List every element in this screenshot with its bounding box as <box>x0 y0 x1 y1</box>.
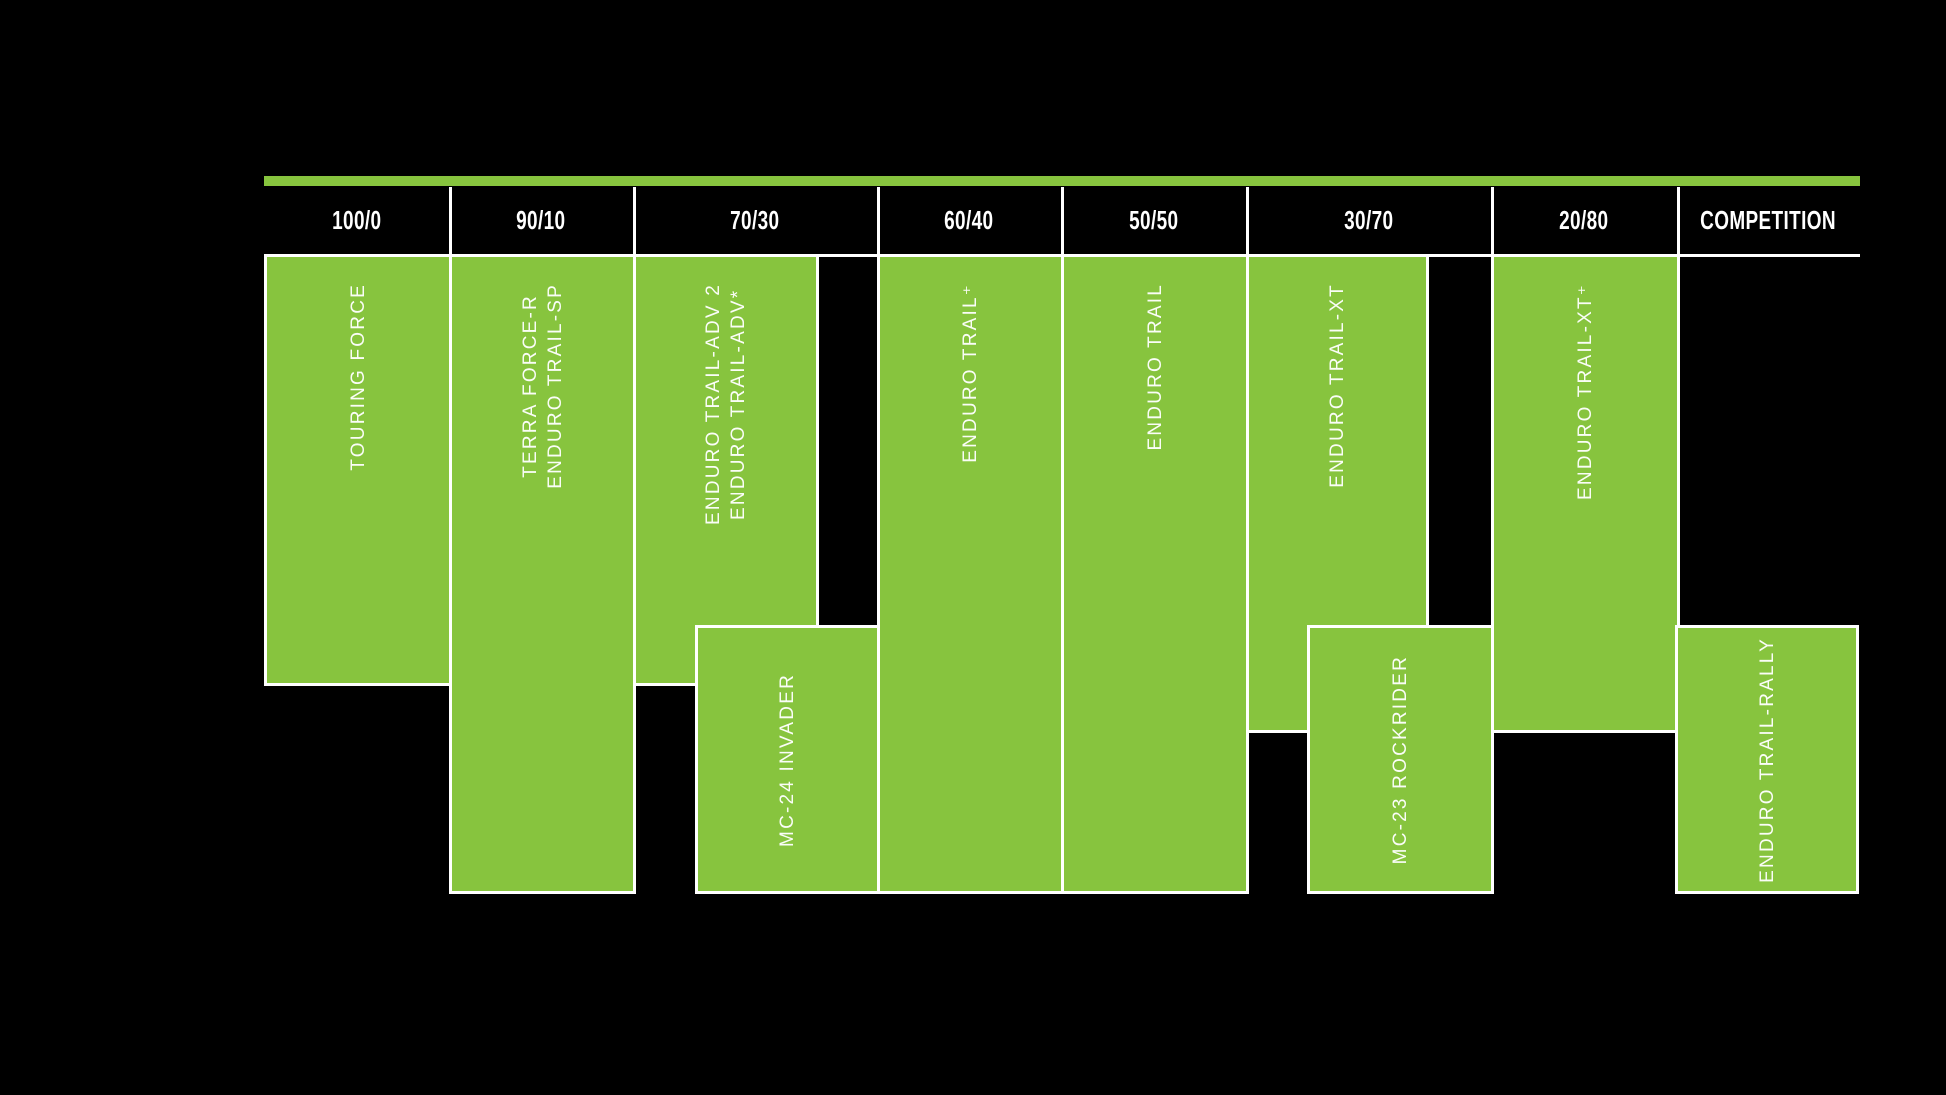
column-header-label: 60/40 <box>944 204 994 235</box>
product-label-line: MC-24 INVADER <box>777 672 798 847</box>
product-label-line: TERRA FORCE-R <box>519 294 541 478</box>
product-label-line: ENDURO TRAIL-XT⁺ <box>1575 283 1596 500</box>
header-separator <box>1491 187 1494 257</box>
product-label-line: ENDURO TRAIL⁺ <box>960 283 981 463</box>
product-block-terra-force-r: TERRA FORCE-R ENDURO TRAIL-SP <box>449 254 636 894</box>
product-label-line: ENDURO TRAIL-ADV* <box>728 288 749 520</box>
product-label: ENDURO TRAIL-ADV 2 ENDURO TRAIL-ADV* <box>701 283 751 525</box>
column-header-label: 70/30 <box>730 204 780 235</box>
header-separator <box>1677 187 1680 257</box>
product-label-line: TOURING FORCE <box>347 283 369 471</box>
column-header-label: 20/80 <box>1559 204 1609 235</box>
product-label: TOURING FORCE <box>346 283 371 471</box>
column-header-90-10: 90/10 <box>449 186 633 254</box>
header-separator <box>449 187 452 257</box>
column-header-label: 30/70 <box>1343 204 1394 235</box>
product-block-mc-23-rockrider: MC-23 ROCKRIDER <box>1307 625 1494 894</box>
product-label-line: ENDURO TRAIL-SP <box>544 283 566 489</box>
product-block-enduro-trail: ENDURO TRAIL <box>1061 254 1249 894</box>
column-header-100-0: 100/0 <box>264 186 449 254</box>
product-label-line: ENDURO TRAIL-ADV 2 <box>703 283 724 525</box>
header-separator <box>1061 187 1064 257</box>
column-header-60-40: 60/40 <box>877 186 1061 254</box>
product-label-line: ENDURO TRAIL-RALLY <box>1756 636 1778 883</box>
header-separator <box>1246 187 1249 257</box>
header-separator <box>877 187 880 257</box>
column-header-label: 100/0 <box>331 204 382 235</box>
product-label: ENDURO TRAIL-XT⁺ <box>1573 283 1598 500</box>
column-header-30-70: 30/70 <box>1246 186 1491 254</box>
product-block-mc-24-invader: MC-24 INVADER <box>695 625 880 894</box>
product-label: TERRA FORCE-R ENDURO TRAIL-SP <box>518 283 568 489</box>
column-header-50-50: 50/50 <box>1061 186 1246 254</box>
column-header-20-80: 20/80 <box>1491 186 1677 254</box>
product-label: MC-24 INVADER <box>775 673 800 847</box>
product-label: ENDURO TRAIL <box>1143 283 1168 451</box>
header-separator <box>633 187 636 257</box>
column-header-70-30: 70/30 <box>633 186 877 254</box>
chart-top-accent-bar <box>264 176 1860 186</box>
product-block-enduro-trail-rally: ENDURO TRAIL-RALLY <box>1675 625 1859 894</box>
product-block-enduro-trail-plus: ENDURO TRAIL⁺ <box>877 254 1064 894</box>
column-header-competition: COMPETITION <box>1677 186 1860 254</box>
column-header-label: 90/10 <box>516 204 566 235</box>
product-block-enduro-trail-adv: ENDURO TRAIL-ADV 2 ENDURO TRAIL-ADV* <box>633 254 819 686</box>
column-header-label: 50/50 <box>1128 204 1179 235</box>
product-label: ENDURO TRAIL-XT <box>1325 283 1350 488</box>
product-label: ENDURO TRAIL-RALLY <box>1755 637 1780 883</box>
product-block-touring-force: TOURING FORCE <box>264 254 452 686</box>
product-label-line: ENDURO TRAIL <box>1144 283 1166 451</box>
product-label: ENDURO TRAIL⁺ <box>958 283 983 463</box>
product-label-line: MC-23 ROCKRIDER <box>1390 654 1411 865</box>
column-header-label: COMPETITION <box>1700 204 1837 235</box>
product-label-line: ENDURO TRAIL-XT <box>1327 283 1348 488</box>
product-block-enduro-trail-xt-plus: ENDURO TRAIL-XT⁺ <box>1491 254 1680 733</box>
product-label: MC-23 ROCKRIDER <box>1388 655 1413 864</box>
